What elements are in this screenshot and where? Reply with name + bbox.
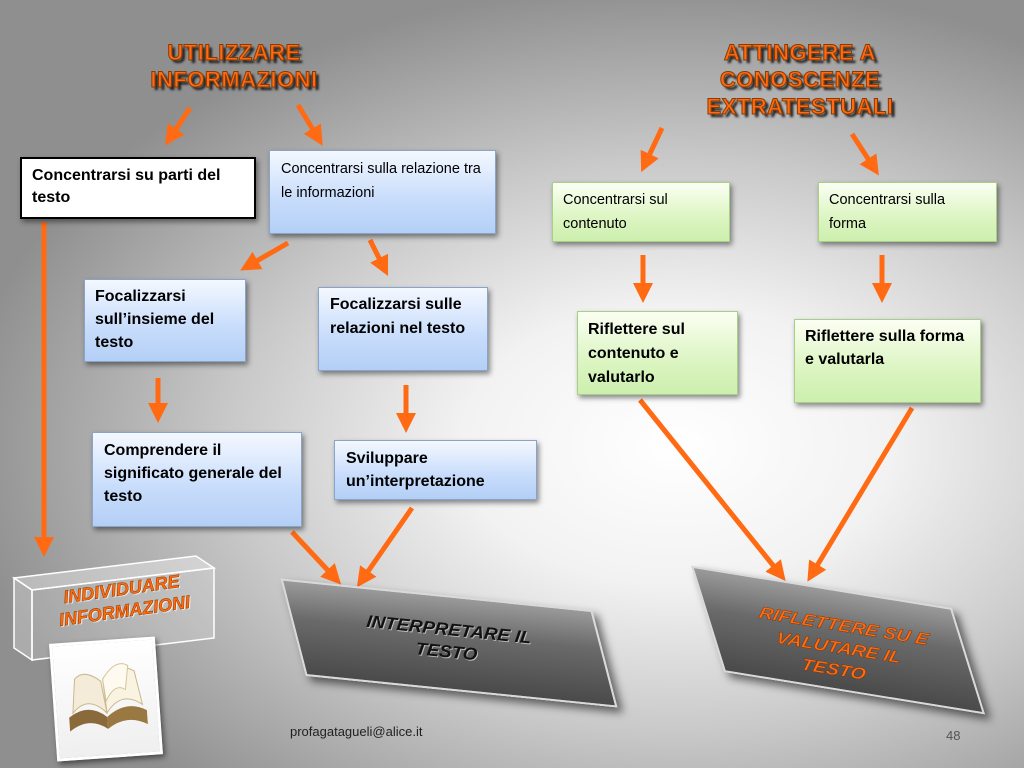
box-riflettere-forma: Riflettere sulla forma e valutarla (794, 319, 981, 403)
arrow-riflettere-forma-to-outcome (807, 406, 915, 582)
arrow-right-title-to-contenuto (640, 126, 665, 173)
individuare-frame (11, 555, 217, 662)
arrow-riflettere-contenuto-to-outcome (638, 398, 786, 582)
title-utilizzare-informazioni: UTILIZZARE INFORMAZIONI (150, 40, 318, 93)
box-concentrarsi-contenuto: Concentrarsi sul contenuto (552, 182, 730, 242)
outcome-interpretare-label: INTERPRETARE IL TESTO (365, 611, 533, 665)
box-concentrarsi-forma: Concentrarsi sulla forma (818, 182, 997, 242)
arrow-sviluppare-to-interpretare (356, 506, 415, 588)
arrow-comprendere-to-interpretare (290, 530, 342, 585)
footer-email: profagatagueli@alice.it (290, 724, 423, 739)
box-focalizzarsi-relazioni: Focalizzarsi sulle relazioni nel testo (318, 287, 488, 371)
box-comprendere-significato: Comprendere il significato generale del … (92, 432, 302, 527)
box-riflettere-contenuto: Riflettere sul contenuto e valutarlo (577, 311, 738, 395)
title-attingere-conoscenze: ATTINGERE A CONOSCENZE EXTRATESTUALI (706, 40, 894, 120)
slide-number: 48 (946, 728, 961, 743)
open-book-icon (69, 663, 148, 732)
arrow-relazione-to-relazioni (367, 238, 389, 277)
book-picture (49, 636, 163, 762)
box-focalizzarsi-insieme: Focalizzarsi sull’insieme del testo (84, 279, 246, 362)
box-sviluppare-interpretazione: Sviluppare un’interpretazione (334, 440, 537, 500)
arrow-left-title-to-parti (165, 106, 193, 146)
arrow-left-title-to-relazione (295, 103, 323, 146)
box-concentrarsi-relazione: Concentrarsi sulla relazione tra le info… (269, 150, 496, 234)
arrow-relazione-to-insieme (240, 240, 290, 271)
arrow-right-title-to-forma (849, 132, 879, 176)
box-concentrarsi-parti: Concentrarsi su parti del testo (20, 157, 256, 219)
